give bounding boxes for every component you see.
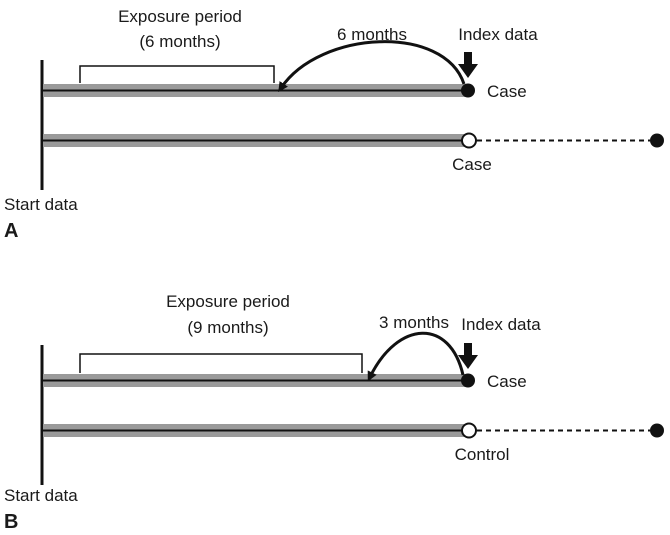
open-event-dot <box>461 132 477 149</box>
start-label: Start data <box>4 195 78 214</box>
exposure-bracket <box>79 353 363 373</box>
index-down-arrow-icon <box>458 343 478 369</box>
index-label: Index data <box>461 315 541 334</box>
panel-letter: A <box>4 220 18 242</box>
index-event-dot <box>461 83 475 98</box>
lag-arrow <box>278 40 466 93</box>
timeline1-label: Case <box>487 82 527 101</box>
future-event-dot <box>650 133 664 148</box>
timeline1-label: Case <box>487 372 527 391</box>
timeline-control <box>43 422 664 439</box>
start-label: Start data <box>4 486 78 505</box>
lag-arrow <box>367 331 465 382</box>
exposure-label-line2: (9 months) <box>187 318 268 337</box>
index-label: Index data <box>458 25 538 44</box>
open-event-dot <box>461 422 477 439</box>
exposure-label-line2: (6 months) <box>139 32 220 51</box>
gap-label: 3 months <box>379 313 449 332</box>
panel-a: Exposure period (6 months) 6 months Inde… <box>4 7 664 242</box>
timeline-case-2 <box>43 132 664 149</box>
timeline2-label: Case <box>452 155 492 174</box>
timeline-case-1 <box>43 83 475 98</box>
timeline2-label: Control <box>455 445 510 464</box>
exposure-label-line1: Exposure period <box>118 7 242 26</box>
gap-label: 6 months <box>337 25 407 44</box>
index-down-arrow-icon <box>458 52 478 78</box>
timeline-case <box>43 373 475 388</box>
panel-b: Exposure period (9 months) 3 months Inde… <box>4 292 664 533</box>
future-event-dot <box>650 423 664 438</box>
panel-letter: B <box>4 511 18 533</box>
index-event-dot <box>461 373 475 388</box>
exposure-bracket <box>79 65 275 83</box>
exposure-label-line1: Exposure period <box>166 292 290 311</box>
